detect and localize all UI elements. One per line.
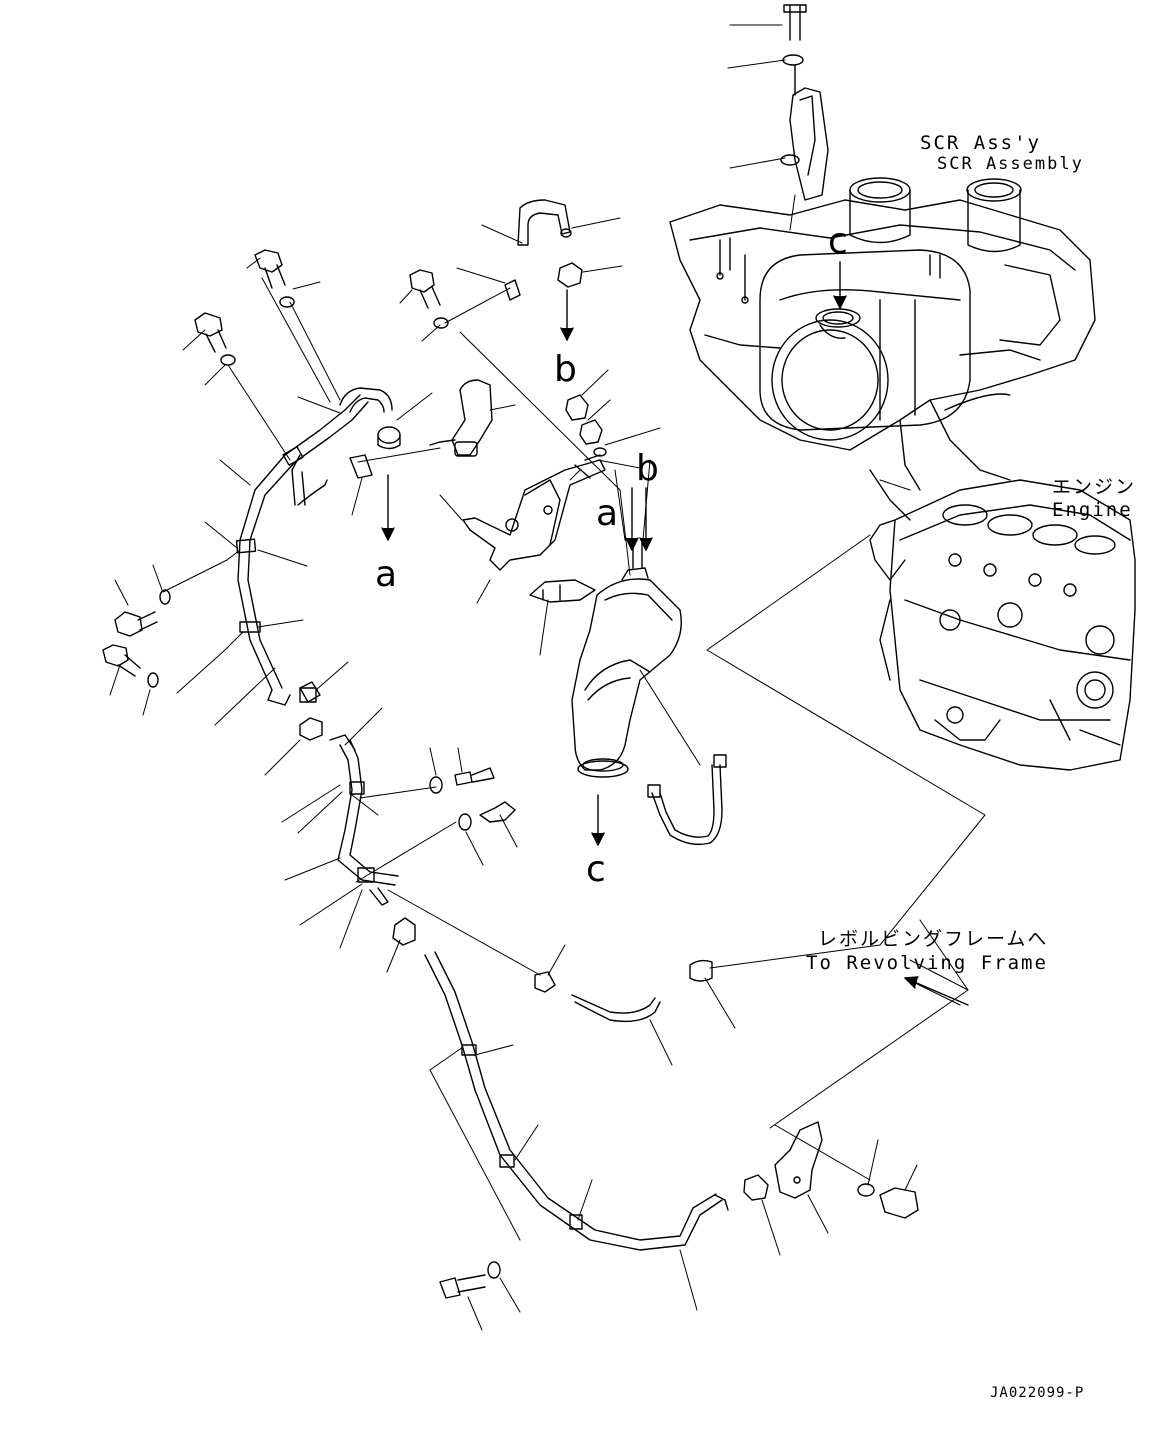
connection-a-left: a — [375, 554, 398, 595]
connection-c-top: c — [828, 221, 848, 262]
u-hose — [647, 754, 727, 846]
middle-hose-assembly — [299, 681, 516, 906]
center-pipe — [429, 199, 603, 457]
connection-c-bottom: c — [586, 849, 606, 890]
revolving-frame-label-en: To Revolving Frame — [806, 952, 1048, 974]
scr-top-bracket — [780, 4, 829, 201]
left-fasteners — [102, 249, 449, 688]
revolving-frame-label-ja: レボルビングフレームへ — [818, 928, 1049, 950]
engine-block — [869, 479, 1136, 771]
scr-assembly — [669, 177, 1096, 521]
drawing-code: JA022099-P — [990, 1385, 1085, 1401]
connection-a-right: a — [596, 493, 619, 534]
scr-assembly-label-ja: SCR Ass'y — [920, 132, 1041, 154]
connection-b-left: b — [554, 349, 577, 390]
connection-b-right: b — [636, 448, 659, 489]
left-hose-assembly — [235, 387, 401, 706]
connection-arrows — [381, 261, 969, 1006]
engine-label-en: Engine — [1052, 499, 1133, 521]
bottom-hose-assembly — [424, 951, 919, 1299]
leader-lines — [109, 24, 986, 1331]
center-bracket — [462, 447, 607, 571]
intake-elbow — [529, 539, 682, 778]
engine-label-ja: エンジン — [1052, 476, 1137, 498]
scr-assembly-label-en: SCR Assembly — [937, 154, 1084, 174]
small-clamps — [392, 917, 713, 1023]
